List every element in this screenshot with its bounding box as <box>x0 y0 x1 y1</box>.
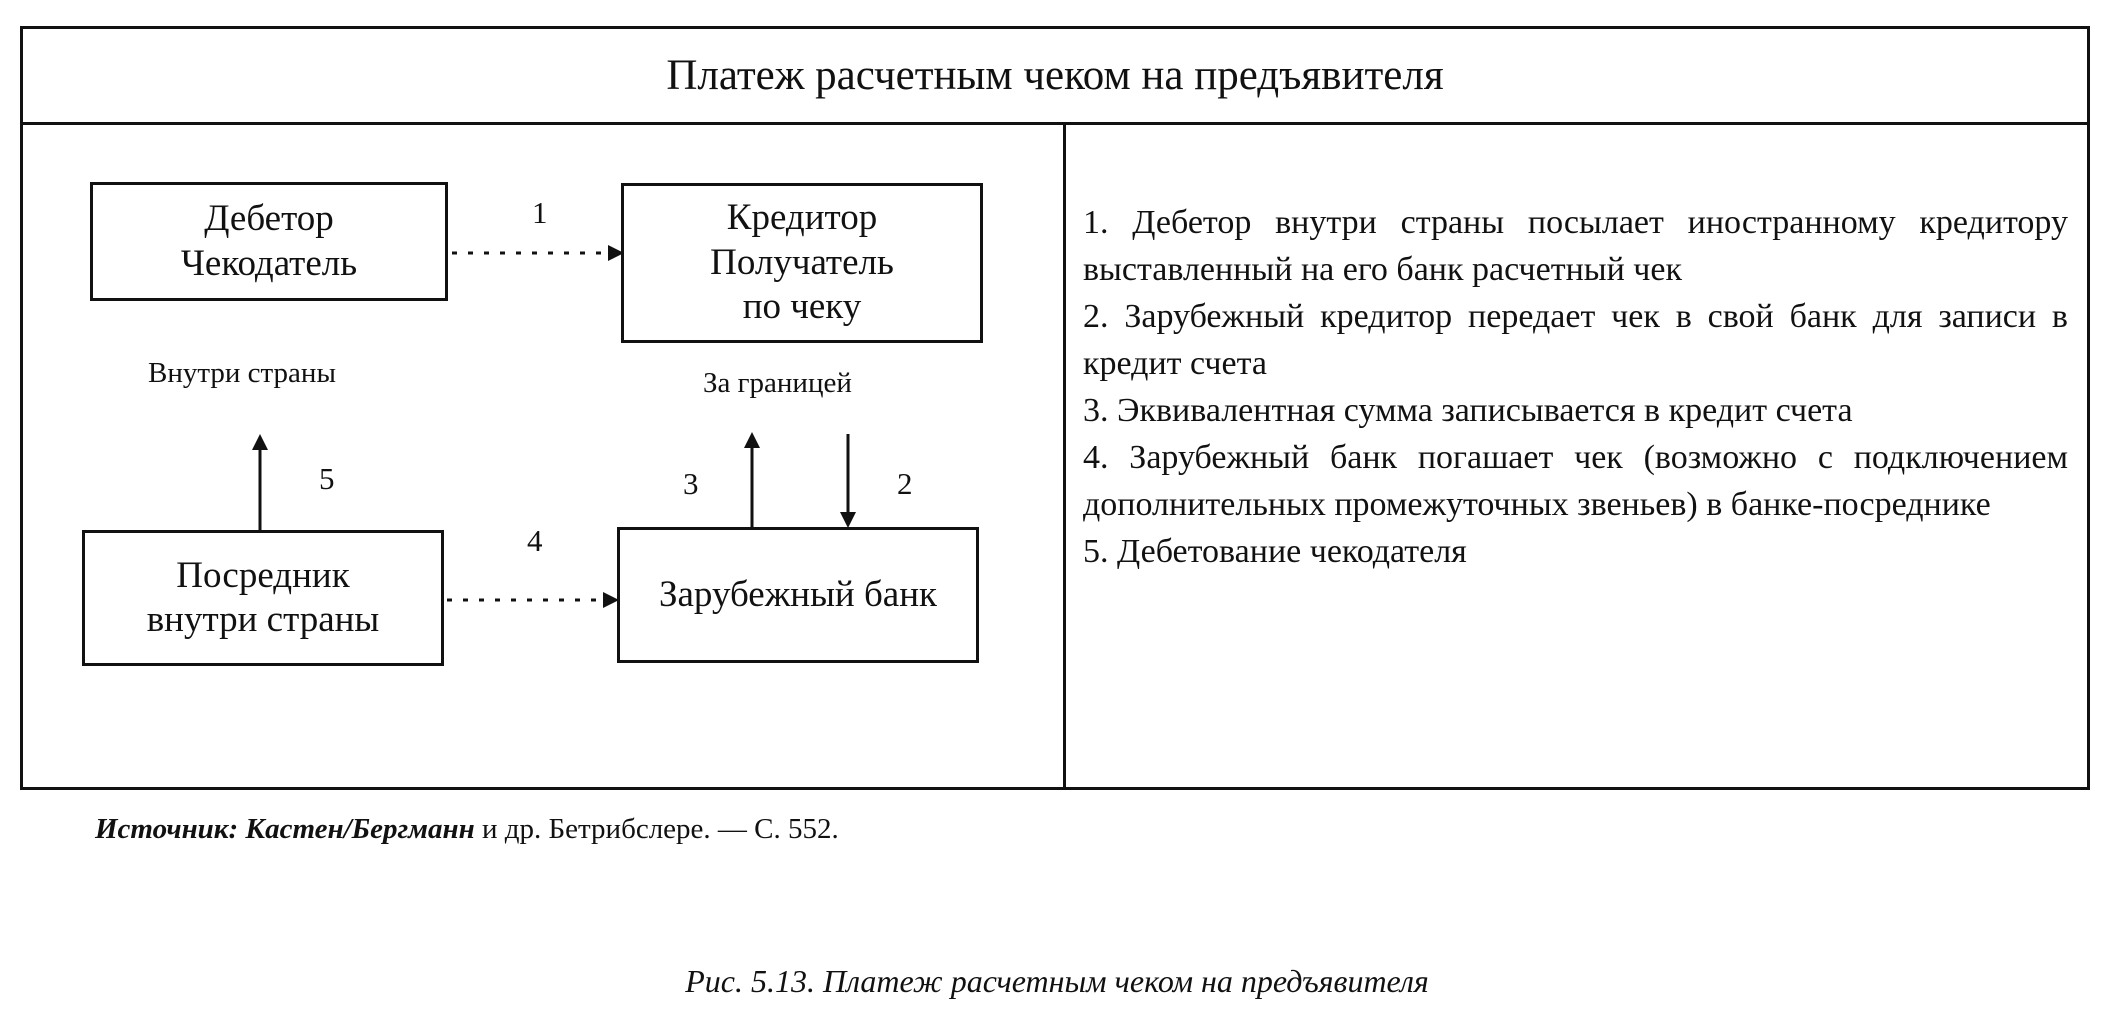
step-3: 3. Эквивалентная сумма записывается в кр… <box>1083 392 1853 429</box>
node-foreign-bank: Зарубежный банк <box>617 527 979 663</box>
node-debtor: Дебетор Чекодатель <box>90 182 448 301</box>
arrow-2-head <box>840 512 856 528</box>
node-creditor-line-2: Получатель <box>710 241 894 283</box>
arrow-number-5: 5 <box>319 461 335 496</box>
step-1: 1. Дебетор внутри страны посылает иностр… <box>1083 204 2068 288</box>
step-4: 4. Зарубежный банк погашает чек (возможн… <box>1083 439 2068 523</box>
figure-caption: Рис. 5.13. Платеж расчетным чеком на пре… <box>685 963 1429 999</box>
node-creditor: Кредитор Получатель по чеку <box>621 183 983 343</box>
arrow-number-4: 4 <box>527 523 543 558</box>
arrow-number-3: 3 <box>683 466 699 501</box>
arrow-1-head <box>608 245 624 261</box>
arrow-number-1: 1 <box>532 195 548 230</box>
node-debtor-line-2: Чекодатель <box>180 242 358 284</box>
arrow-number-2: 2 <box>897 466 913 501</box>
arrow-5-head <box>252 434 268 450</box>
node-intermediary: Посредник внутри страны <box>82 530 444 666</box>
arrow-4-head <box>603 592 619 608</box>
node-debtor-line-1: Дебетор <box>204 198 334 240</box>
step-5: 5. Дебетование чекодателя <box>1083 533 1467 570</box>
label-abroad: За границей <box>703 367 852 399</box>
node-creditor-line-3: по чеку <box>742 286 862 328</box>
source-note: Источник: Кастен/Бергманн и др. Бетрибсл… <box>95 813 839 846</box>
source-rest: и др. Бетрибслере. — С. 552. <box>481 813 839 845</box>
node-intermediary-line-1: Посредник <box>176 554 350 596</box>
source-prefix: Источник: <box>95 813 239 845</box>
step-2: 2. Зарубежный кредитор передает чек в св… <box>1083 298 2068 382</box>
diagram-frame: Платеж расчетным чеком на предъявителя <box>20 26 2090 790</box>
column-divider <box>1063 125 1066 790</box>
diagram-title: Платеж расчетным чеком на предъявителя <box>23 29 2087 125</box>
step-list: 1. Дебетор внутри страны посылает иностр… <box>1083 199 2068 575</box>
arrow-3-head <box>744 432 760 448</box>
node-intermediary-line-2: внутри страны <box>146 599 380 640</box>
node-creditor-line-1: Кредитор <box>726 197 878 239</box>
source-authors: Кастен/Бергманн <box>245 813 475 845</box>
label-domestic: Внутри страны <box>148 357 336 389</box>
node-foreign-bank-line-1: Зарубежный банк <box>658 573 938 615</box>
